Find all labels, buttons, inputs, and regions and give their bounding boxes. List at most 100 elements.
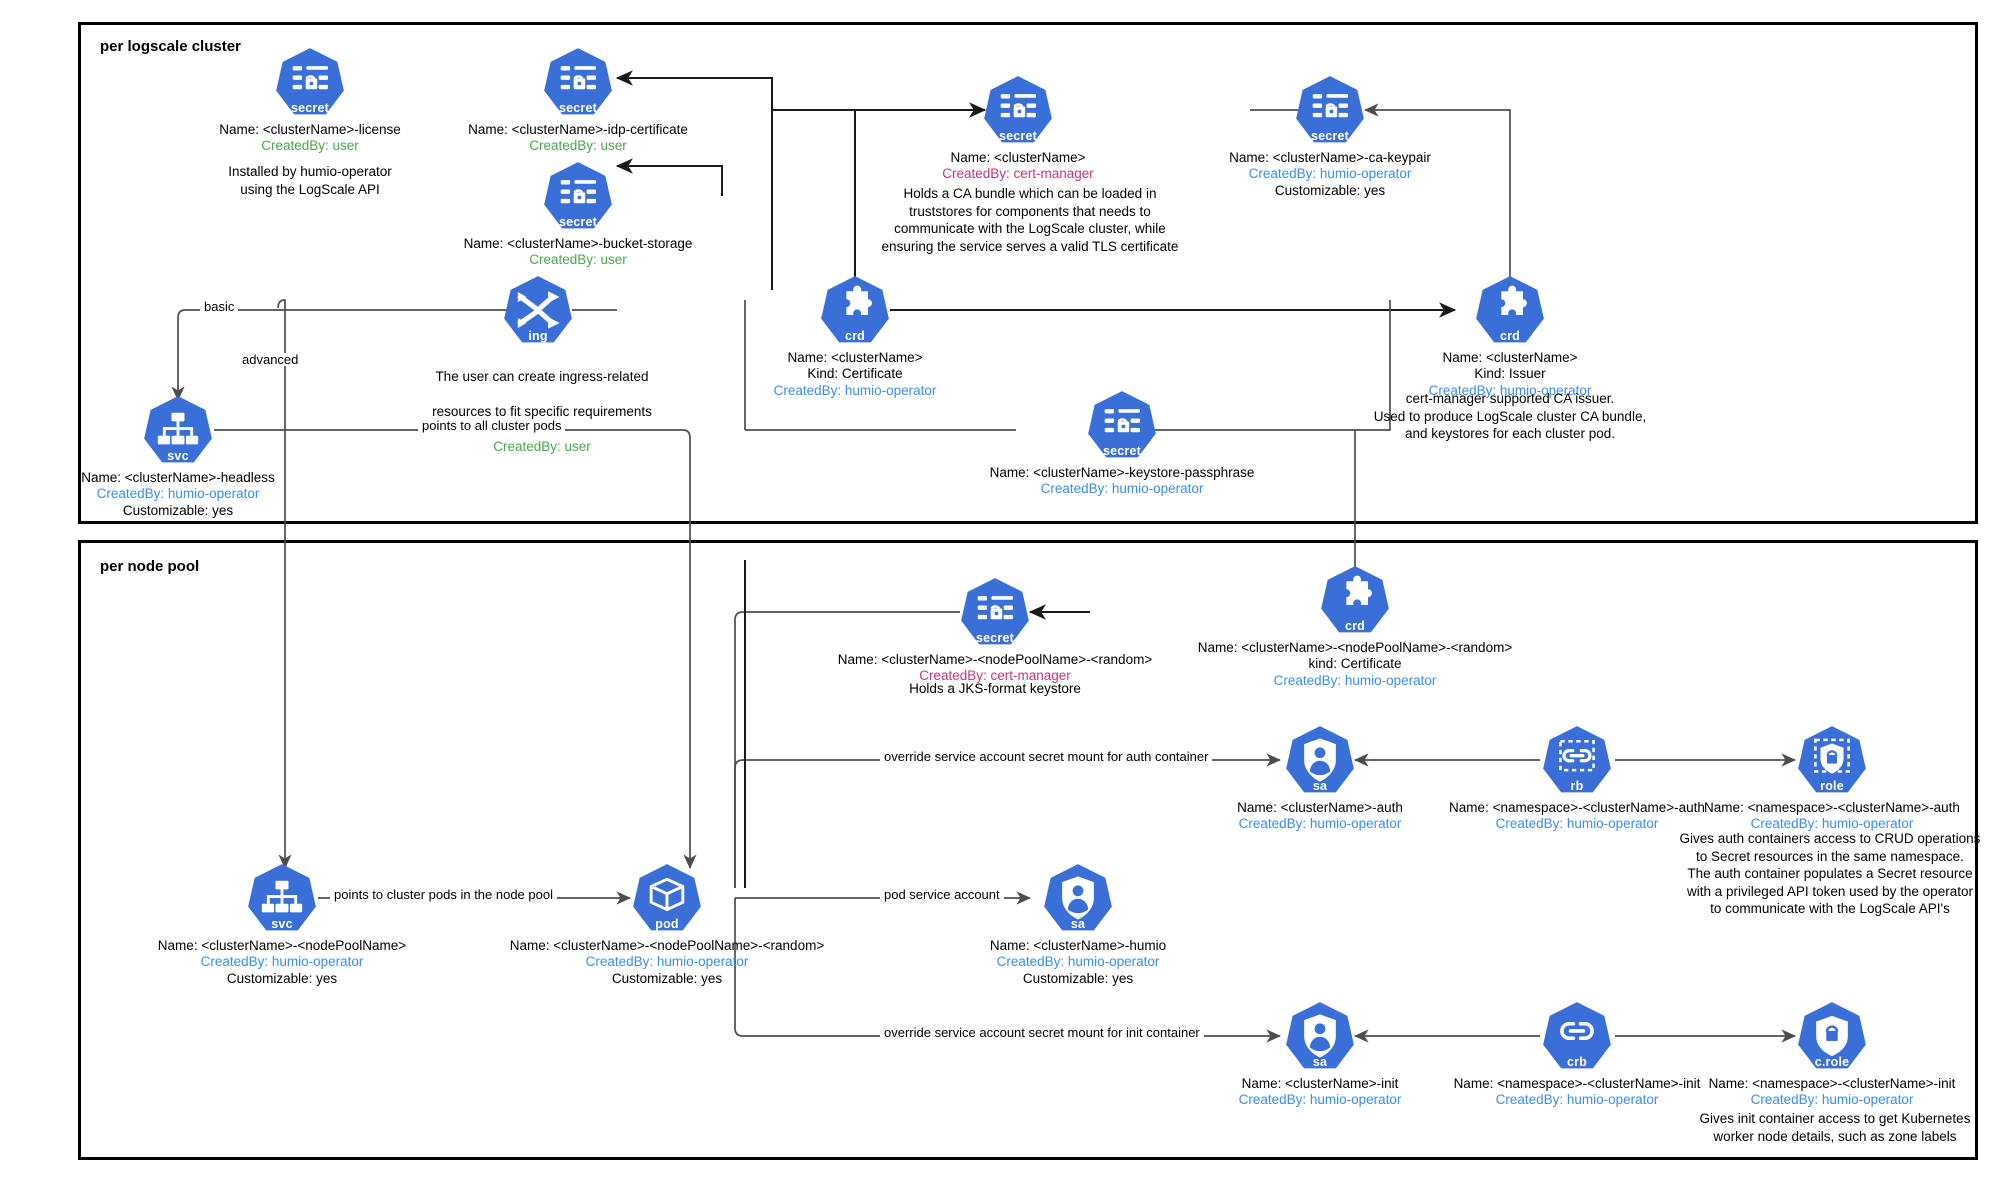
node-caption: Name: <clusterName>-init CreatedBy: humi… [1239,1076,1402,1109]
caption-createdby: CreatedBy: cert-manager [919,668,1071,684]
note-ca-bundle: Holds a CA bundle which can be loaded in… [881,186,1179,254]
caption-name: Name: <namespace>-<clusterName>-auth [1704,800,1960,815]
node-caption: Name: <namespace>-<clusterName>-auth Cre… [1449,800,1705,833]
node-caption: Name: <clusterName> Kind: Issuer Created… [1429,350,1592,399]
role-icon: role [1796,724,1868,796]
caption-createdby: CreatedBy: user [529,138,627,154]
node-caption: Name: <clusterName>-keystore-passphrase … [990,465,1255,498]
caption-createdby: CreatedBy: humio-operator [1248,166,1412,182]
caption-createdby: CreatedBy: humio-operator [1273,672,1437,688]
caption-name: Name: <clusterName>-humio [989,938,1167,953]
caption-name: Name: <clusterName> [950,150,1086,165]
caption-name: Name: <clusterName>-license [219,122,401,137]
caption-name: Name: <clusterName> [1442,350,1578,365]
node-caption: Name: <namespace>-<clusterName>-init Cre… [1709,1076,1956,1109]
node-caption: Name: <clusterName> Kind: Certificate Cr… [774,350,937,399]
node-caption: Name: <clusterName>-humio CreatedBy: hum… [990,938,1166,987]
caption-customizable: Customizable: yes [226,970,338,986]
secret-icon: secret [1294,74,1366,146]
note-issuer: cert-manager supported CA issuer. Used t… [1373,391,1647,442]
caption-createdby: CreatedBy: user [529,252,627,268]
caption-name: Name: <clusterName>-auth [1237,800,1403,815]
note-jks-keystore: Holds a JKS-format keystore [909,681,1081,696]
caption-kind: Kind: Certificate [807,366,903,382]
caption-name: Name: <clusterName>-ca-keypair [1229,150,1431,165]
node-caption: Name: <clusterName>-<nodePoolName>-<rand… [838,652,1152,685]
clusterrole-icon: c.role [1796,1000,1868,1072]
edge-label-override-auth-container: override service account secret mount fo… [880,750,1213,763]
edge-label-points-all-cluster-pods: points to all cluster pods [418,419,566,432]
note-auth-role: Gives auth containers access to CRUD ope… [1679,831,1981,917]
caption-name: Name: <clusterName>-init [1241,1076,1399,1091]
frame-title-nodepool: per node pool [100,558,200,575]
caption-createdby: CreatedBy: cert-manager [942,166,1094,182]
caption-createdby: CreatedBy: humio-operator [1238,1092,1402,1108]
caption-createdby: CreatedBy: humio-operator [585,954,749,970]
node-caption: Name: <clusterName>-<nodePoolName>-<rand… [510,938,824,987]
caption-createdby: CreatedBy: humio-operator [1040,481,1204,497]
service-account-icon: sa [1284,724,1356,796]
caption-name: Name: <clusterName>-<nodePoolName>-<rand… [1197,640,1513,655]
crd-icon: crd [1474,274,1546,346]
caption-name: Name: <clusterName>-idp-certificate [468,122,688,137]
service-account-icon: sa [1042,862,1114,934]
caption-createdby: CreatedBy: humio-operator [200,954,364,970]
node-caption: Name: <clusterName>-<nodePoolName> Creat… [158,938,406,987]
note-ingress-line1: The user can create ingress-related [435,368,649,384]
caption-name: Name: <clusterName>-<nodePoolName>-<rand… [509,938,825,953]
caption-name: Name: <clusterName>-<nodePoolName> [157,938,407,953]
frame-title-cluster: per logscale cluster [100,38,241,55]
caption-createdby: CreatedBy: humio-operator [1495,816,1659,832]
pod-icon: pod [631,862,703,934]
caption-kind: Kind: Issuer [1474,366,1546,382]
caption-customizable: Customizable: yes [122,502,234,518]
rolebinding-icon: rb [1541,724,1613,796]
caption-name: Name: <namespace>-<clusterName>-init [1453,1076,1701,1091]
caption-kind: kind: Certificate [1308,656,1402,672]
edge-label-points-nodepool-pods: points to cluster pods in the node pool [330,888,557,901]
note-ingress-createdby: CreatedBy: user [493,438,591,454]
caption-createdby: CreatedBy: humio-operator [1750,1092,1914,1108]
ingress-icon: ing [502,274,574,346]
node-caption: Name: <clusterName>-ca-keypair CreatedBy… [1229,150,1431,199]
edge-label-advanced: advanced [238,353,303,366]
caption-name: Name: <clusterName>-keystore-passphrase [989,465,1255,480]
caption-name: Name: <clusterName>-headless [81,470,275,485]
edge-label-override-init-container: override service account secret mount fo… [880,1026,1204,1039]
secret-icon: secret [542,46,614,118]
secret-icon: secret [982,74,1054,146]
svc-icon: svc [246,862,318,934]
service-account-icon: sa [1284,1000,1356,1072]
caption-name: Name: <clusterName>-<nodePoolName>-<rand… [837,652,1153,667]
crd-icon: crd [819,274,891,346]
caption-customizable: Customizable: yes [1022,970,1134,986]
caption-createdby: CreatedBy: humio-operator [1238,816,1402,832]
caption-createdby: CreatedBy: humio-operator [96,486,260,502]
node-caption: Name: <namespace>-<clusterName>-auth Cre… [1704,800,1960,833]
edge-label-pod-service-account: pod service account [880,888,1004,901]
secret-icon: secret [959,576,1031,648]
caption-name: Name: <namespace>-<clusterName>-auth [1449,800,1705,815]
edge-label-basic: basic [200,300,239,313]
node-caption: Name: <clusterName>-<nodePoolName>-<rand… [1198,640,1512,689]
node-caption: Name: <namespace>-<clusterName>-init Cre… [1454,1076,1701,1109]
crd-icon: crd [1319,564,1391,636]
node-caption: Name: <clusterName>-idp-certificate Crea… [468,122,688,155]
secret-icon: secret [542,160,614,232]
caption-name: Name: <clusterName> [787,350,923,365]
caption-customizable: Customizable: yes [1274,182,1386,198]
caption-createdby: CreatedBy: humio-operator [1750,816,1914,832]
caption-customizable: Customizable: yes [611,970,723,986]
node-caption: Name: <clusterName>-license CreatedBy: u… [219,122,401,155]
node-caption: Name: <clusterName>-auth CreatedBy: humi… [1237,800,1403,833]
clusterrolebinding-icon: crb [1541,1000,1613,1072]
caption-name: Name: <namespace>-<clusterName>-init [1708,1076,1956,1091]
caption-createdby: CreatedBy: humio-operator [1495,1092,1659,1108]
secret-icon: secret [274,46,346,118]
node-caption: Name: <clusterName>-bucket-storage Creat… [464,236,693,269]
caption-createdby: CreatedBy: user [261,138,359,154]
caption-createdby: CreatedBy: humio-operator [1428,382,1592,398]
caption-name: Name: <clusterName>-bucket-storage [463,236,693,251]
secret-icon: secret [1086,389,1158,461]
